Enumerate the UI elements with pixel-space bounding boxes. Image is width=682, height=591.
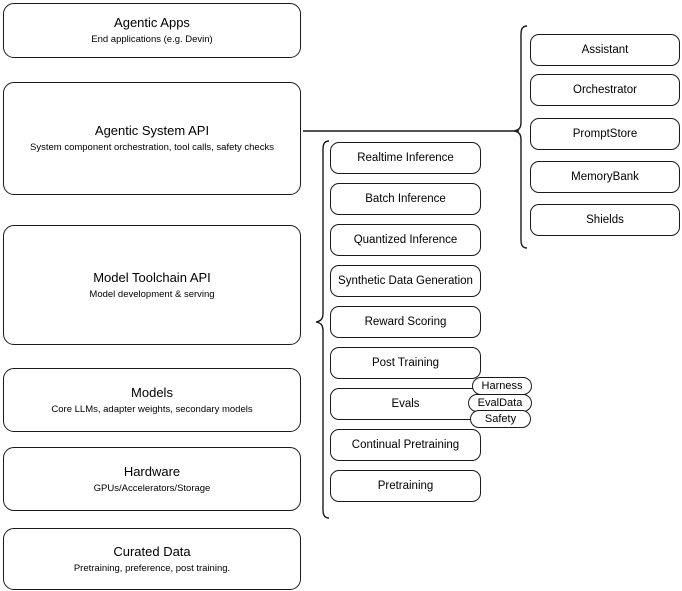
toolchain-component-reward-scoring[interactable]: Reward Scoring — [330, 306, 481, 338]
toolchain-component-batch-inference[interactable]: Batch Inference — [330, 183, 481, 215]
stack-layer-title: Model Toolchain API — [93, 269, 211, 285]
brace-agentic-components — [513, 25, 528, 249]
component-label: Post Training — [371, 357, 440, 369]
component-label: Orchestrator — [573, 84, 637, 96]
agentic-component-shields[interactable]: Shields — [530, 204, 680, 236]
eval-badge-harness[interactable]: Harness — [472, 377, 532, 395]
stack-layer-title: Models — [131, 384, 173, 400]
stack-layer-title: Hardware — [123, 463, 181, 479]
component-label: Batch Inference — [365, 193, 446, 205]
stack-layer-agentic-apps[interactable]: Agentic Apps End applications (e.g. Devi… — [3, 3, 301, 58]
stack-layer-subtitle: End applications (e.g. Devin) — [91, 34, 213, 45]
component-label: Assistant — [581, 44, 629, 56]
stack-layer-title: Agentic Apps — [114, 15, 190, 30]
toolchain-component-evals[interactable]: Evals — [330, 388, 481, 420]
stack-layer-model-toolchain-api[interactable]: Model Toolchain API Model development & … — [3, 225, 301, 345]
stack-layer-models[interactable]: Models Core LLMs, adapter weights, secon… — [3, 368, 301, 432]
brace-toolchain-components — [315, 140, 330, 519]
stack-layer-subtitle: System component orchestration, tool cal… — [30, 142, 274, 153]
toolchain-component-quantized-inference[interactable]: Quantized Inference — [330, 224, 481, 256]
stack-layer-title: Curated Data — [113, 543, 191, 559]
agentic-component-assistant[interactable]: Assistant — [530, 34, 680, 66]
component-label: Synthetic Data Generation — [338, 275, 473, 287]
stack-layer-agentic-system-api[interactable]: Agentic System API System component orch… — [3, 82, 301, 195]
component-label: Realtime Inference — [357, 152, 454, 164]
agentic-component-orchestrator[interactable]: Orchestrator — [530, 74, 680, 106]
toolchain-component-realtime-inference[interactable]: Realtime Inference — [330, 142, 481, 174]
stack-layer-subtitle: GPUs/Accelerators/Storage — [93, 482, 211, 494]
agentic-component-memorybank[interactable]: MemoryBank — [530, 161, 680, 193]
stack-layer-subtitle: Core LLMs, adapter weights, secondary mo… — [51, 403, 253, 415]
component-label: PromptStore — [572, 128, 638, 140]
component-label: Evals — [391, 398, 420, 410]
component-label: Reward Scoring — [364, 316, 447, 328]
component-label: Continual Pretraining — [351, 439, 460, 451]
component-label: Pretraining — [377, 480, 434, 492]
stack-layer-hardware[interactable]: Hardware GPUs/Accelerators/Storage — [3, 447, 301, 511]
component-label: Quantized Inference — [353, 234, 458, 246]
stack-layer-subtitle: Pretraining, preference, post training. — [73, 562, 231, 574]
agentic-component-promptstore[interactable]: PromptStore — [530, 118, 680, 150]
toolchain-component-pretraining[interactable]: Pretraining — [330, 470, 481, 502]
component-label: Shields — [586, 214, 624, 226]
stack-layer-curated-data[interactable]: Curated Data Pretraining, preference, po… — [3, 528, 301, 590]
toolchain-component-continual-pretraining[interactable]: Continual Pretraining — [330, 429, 481, 461]
toolchain-component-post-training[interactable]: Post Training — [330, 347, 481, 379]
eval-badge-safety[interactable]: Safety — [470, 410, 531, 428]
toolchain-component-synthetic-data-generation[interactable]: Synthetic Data Generation — [330, 265, 481, 297]
component-label: MemoryBank — [571, 171, 639, 183]
stack-layer-title: Agentic System API — [94, 123, 210, 138]
stack-layer-subtitle: Model development & serving — [89, 288, 215, 300]
